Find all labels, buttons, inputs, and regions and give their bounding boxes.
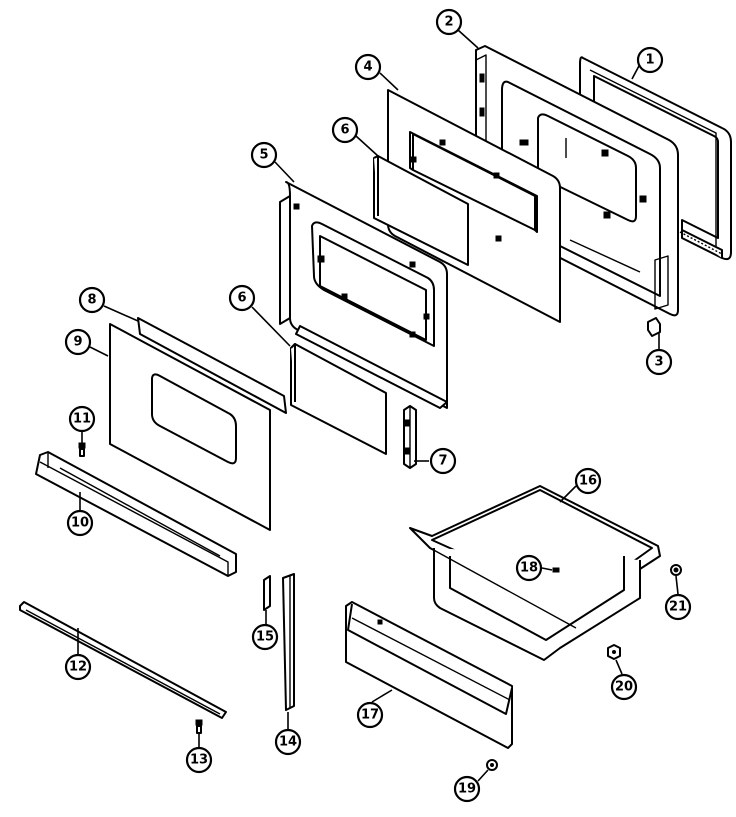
callout-15: 15 (251, 623, 279, 651)
svg-text:11: 11 (73, 412, 91, 427)
part-15-strip (263, 575, 271, 611)
part-6-lower-glass (290, 343, 387, 455)
part-18-screw (552, 567, 560, 573)
part-21-nut (670, 564, 682, 576)
svg-text:4: 4 (363, 60, 372, 75)
part-19-foot-glide (486, 759, 498, 771)
part-2-inner-door (475, 45, 679, 317)
callout-3: 3 (645, 348, 673, 376)
callout-16: 16 (574, 467, 602, 495)
callout-13: 13 (185, 746, 213, 774)
svg-text:2: 2 (444, 15, 453, 30)
svg-text:17: 17 (361, 708, 379, 723)
svg-text:19: 19 (458, 782, 476, 797)
part-1-door-gasket (579, 56, 732, 261)
callout-10: 10 (66, 509, 94, 537)
callout-1: 1 (636, 46, 664, 74)
part-8-trim-strip (137, 317, 287, 414)
svg-text:6: 6 (340, 123, 349, 138)
part-9-outer-door (109, 323, 271, 531)
callout-5: 5 (250, 141, 278, 169)
svg-text:1: 1 (645, 53, 654, 68)
callout-7: 7 (429, 447, 457, 475)
part-3-clip (647, 317, 661, 337)
part-5-inner-panel (279, 181, 448, 409)
svg-text:8: 8 (87, 293, 96, 308)
svg-text:10: 10 (71, 516, 89, 531)
part-12-drawer-rail (19, 601, 227, 719)
callout-12: 12 (64, 653, 92, 681)
callout-9: 9 (64, 328, 92, 356)
part-10-door-handle (35, 451, 237, 577)
svg-text:6: 6 (237, 291, 246, 306)
callout-4: 4 (354, 53, 382, 81)
callout-2: 2 (435, 8, 463, 36)
callout-19: 19 (453, 775, 481, 803)
svg-text:21: 21 (669, 600, 687, 615)
part-13-screw (195, 719, 203, 734)
part-11-screw (78, 442, 86, 457)
svg-text:18: 18 (520, 561, 538, 576)
svg-text:15: 15 (256, 630, 274, 645)
part-17-drawer-front (345, 601, 513, 749)
part-14-vertical-trim (282, 573, 295, 711)
callout-17: 17 (356, 701, 384, 729)
svg-text:14: 14 (279, 735, 297, 750)
callout-6-lower: 6 (228, 284, 256, 312)
callout-8: 8 (78, 286, 106, 314)
svg-text:7: 7 (438, 454, 447, 469)
svg-text:20: 20 (615, 680, 633, 695)
callout-11: 11 (68, 405, 96, 433)
svg-text:16: 16 (579, 474, 597, 489)
svg-text:3: 3 (654, 355, 663, 370)
svg-text:13: 13 (190, 753, 208, 768)
part-7-hinge-bracket (403, 405, 417, 469)
part-4-door-liner (387, 89, 561, 323)
callout-18: 18 (515, 554, 543, 582)
callout-14: 14 (274, 728, 302, 756)
callout-20: 20 (610, 673, 638, 701)
svg-text:12: 12 (69, 660, 87, 675)
svg-text:5: 5 (259, 148, 268, 163)
callout-21: 21 (664, 593, 692, 621)
part-20-nut (607, 644, 621, 660)
svg-text:9: 9 (73, 335, 82, 350)
callout-6-upper: 6 (331, 116, 359, 144)
